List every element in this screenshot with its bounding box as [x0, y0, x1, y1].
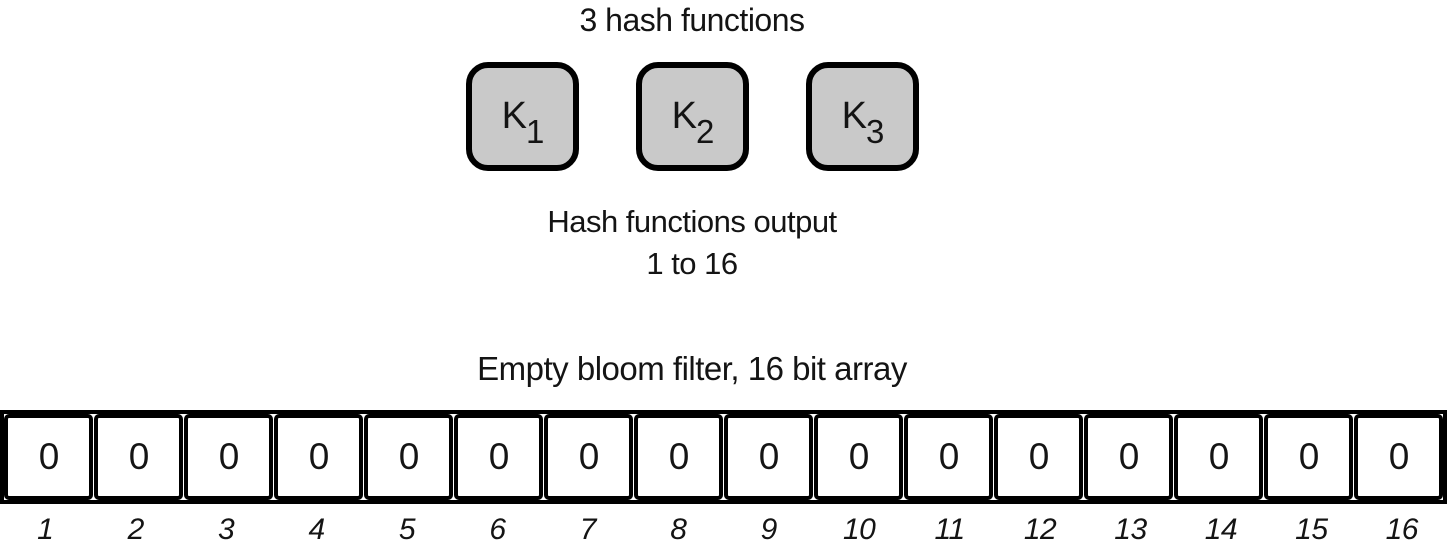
bit-index-label: 14 — [1204, 513, 1238, 546]
bit-index-label: 5 — [398, 513, 416, 546]
bit-index-label: 6 — [489, 513, 506, 546]
bit-index-label: 7 — [579, 513, 597, 546]
hash-function-label: K — [501, 95, 527, 137]
bit-cell: 0 — [1084, 414, 1173, 500]
bit-cell: 0 — [184, 414, 273, 500]
bit-cell: 0 — [1264, 414, 1353, 500]
bit-index-label: 11 — [934, 513, 966, 546]
bit-index-label: 2 — [127, 513, 145, 546]
bit-cell: 0 — [274, 414, 363, 500]
bit-index-label: 4 — [308, 513, 325, 546]
hash-function-subscript: 1 — [526, 112, 544, 150]
bit-index-label: 9 — [760, 513, 778, 546]
bloom-filter-title: Empty bloom filter, 16 bit array — [477, 350, 907, 387]
bit-cell: 0 — [1354, 414, 1443, 500]
bit-cell: 0 — [544, 414, 633, 500]
bit-index-label: 13 — [1114, 513, 1147, 546]
hash-function-subscript: 3 — [866, 112, 884, 150]
hash-output-caption-line1: Hash functions output — [547, 204, 837, 239]
bit-index-label: 16 — [1385, 513, 1419, 546]
bit-index-label: 12 — [1023, 513, 1057, 546]
bit-cell: 0 — [904, 414, 993, 500]
bit-cell: 0 — [454, 414, 543, 500]
hash-function-label: K — [671, 95, 697, 137]
bit-cell: 0 — [1174, 414, 1263, 500]
bit-cell: 0 — [724, 414, 813, 500]
bit-index-label: 1 — [37, 513, 54, 546]
hash-function-subscript: 2 — [696, 112, 714, 150]
bit-index-label: 15 — [1295, 513, 1328, 546]
hash-function-label: K — [841, 95, 867, 137]
hash-output-caption-line2: 1 to 16 — [646, 246, 738, 281]
bit-cell: 0 — [814, 414, 903, 500]
bit-index-label: 10 — [842, 513, 876, 546]
bit-cell: 0 — [94, 414, 183, 500]
bit-cell: 0 — [4, 414, 93, 500]
hash-functions-title: 3 hash functions — [579, 2, 805, 38]
bit-cell: 0 — [364, 414, 453, 500]
bit-cell: 0 — [994, 414, 1083, 500]
bit-index-label: 8 — [670, 513, 687, 546]
bit-index-label: 3 — [218, 513, 235, 546]
bit-cell: 0 — [634, 414, 723, 500]
